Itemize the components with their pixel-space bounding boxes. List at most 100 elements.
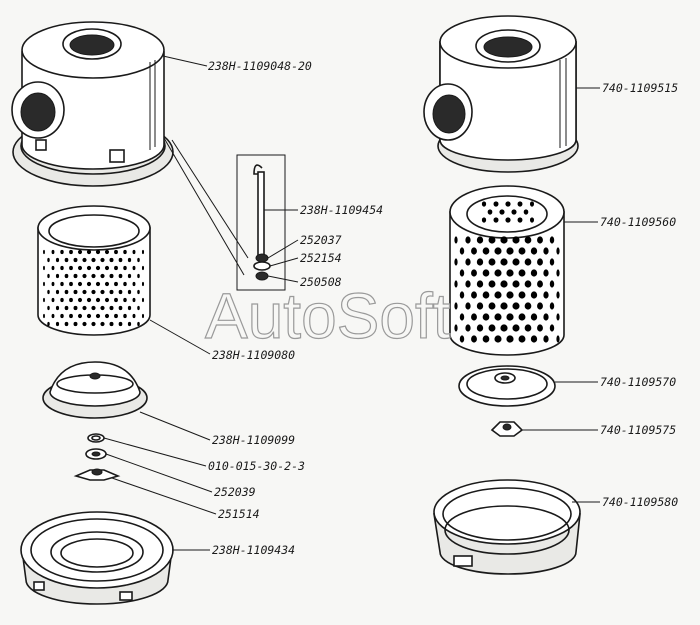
perforation-hole <box>524 258 532 266</box>
perforation-hole <box>55 257 60 263</box>
perforation-hole <box>69 313 73 319</box>
perforation-hole <box>549 258 555 266</box>
perforation-hole <box>481 201 487 207</box>
perforation-hole <box>512 302 520 310</box>
perforation-hole <box>488 324 496 332</box>
perforation-hole <box>51 281 55 287</box>
perforation-hole <box>506 291 514 299</box>
perforation-hole <box>86 249 92 255</box>
perforation-hole <box>459 247 465 255</box>
perforation-hole <box>494 247 502 255</box>
perforation-hole <box>77 313 83 319</box>
washer-left <box>85 448 107 460</box>
perforation-hole <box>132 297 136 303</box>
perforation-hole <box>488 280 496 288</box>
perforation-hole <box>123 313 127 319</box>
rod-assembly <box>236 154 286 291</box>
perforation-hole <box>82 273 87 279</box>
perforation-hole <box>127 321 132 327</box>
perforation-hole <box>104 281 110 287</box>
perforation-hole <box>60 313 64 319</box>
perforation-hole <box>69 281 73 287</box>
perforation-hole <box>537 236 543 244</box>
perforation-hole <box>482 269 490 277</box>
perforation-hole <box>506 269 514 277</box>
perforation-hole <box>104 249 110 255</box>
perforation-hole <box>60 265 64 271</box>
perforation-hole <box>471 335 477 343</box>
perforation-hole <box>132 265 136 271</box>
perforation-hole <box>132 249 136 255</box>
perforation-hole <box>69 297 73 303</box>
perforation-hole <box>118 305 123 311</box>
perforation-hole <box>518 313 526 321</box>
perforation-hole <box>517 217 523 223</box>
perforation-hole <box>137 273 140 279</box>
perforation-hole <box>95 265 101 271</box>
perforation-hole <box>100 305 105 311</box>
perforation-hole <box>454 302 458 310</box>
perforation-hole <box>118 289 123 295</box>
perforation-hole <box>465 236 471 244</box>
perforation-hole <box>506 335 514 343</box>
perforation-hole <box>511 209 517 215</box>
perforation-hole <box>530 247 538 255</box>
perforation-hole <box>524 302 532 310</box>
perforation-hole <box>529 201 535 207</box>
perforation-hole <box>51 313 55 319</box>
perforation-hole <box>47 257 50 263</box>
perforation-hole <box>43 297 45 303</box>
wing-nut-right <box>490 421 524 437</box>
perforation-hole <box>543 335 549 343</box>
perforation-hole <box>77 265 83 271</box>
perforation-hole <box>100 257 105 263</box>
perforation-hole <box>60 249 64 255</box>
perforation-hole <box>141 297 145 303</box>
perforation-hole <box>482 247 490 255</box>
label-wing-nut-right: 740-1109575 <box>600 423 676 437</box>
perforation-hole <box>482 291 490 299</box>
perforation-hole <box>493 217 499 223</box>
label-nut-a: 250508 <box>300 275 342 289</box>
perforation-hole <box>47 289 50 295</box>
perforation-hole <box>141 249 145 255</box>
perforation-hole <box>549 236 555 244</box>
label-filter-right: 740-1109560 <box>600 215 676 229</box>
label-seal-ring: 010-015-30-2-3 <box>208 459 305 473</box>
perforation-hole <box>512 236 520 244</box>
wing-nut-left <box>73 468 121 481</box>
perforation-hole <box>518 335 526 343</box>
label-washer-a: 252037 <box>300 233 342 247</box>
perforation-hole <box>69 249 73 255</box>
perforation-hole <box>109 257 114 263</box>
perforation-hole <box>518 291 526 299</box>
perforation-hole <box>471 313 477 321</box>
label-pan-right: 740-1109580 <box>602 495 678 509</box>
perforation-hole <box>500 258 508 266</box>
perforation-hole <box>100 289 105 295</box>
perforation-hole <box>55 321 60 327</box>
cover-left <box>42 361 148 419</box>
perforation-hole <box>530 291 538 299</box>
perforation-hole <box>141 281 145 287</box>
perforation-hole <box>518 269 526 277</box>
perforation-hole <box>86 297 92 303</box>
perforation-hole <box>543 313 549 321</box>
perforation-hole <box>86 313 92 319</box>
perforation-hole <box>64 305 69 311</box>
seal-ring-left <box>87 433 105 443</box>
filter-right <box>449 185 565 356</box>
perforation-hole <box>77 297 83 303</box>
perforation-hole <box>73 305 78 311</box>
perforation-hole <box>505 217 511 223</box>
perforation-hole <box>141 265 145 271</box>
perforation-hole <box>73 273 78 279</box>
perforation-hole <box>487 209 493 215</box>
perforation-hole <box>43 265 45 271</box>
perforation-hole <box>43 281 45 287</box>
perforation-hole <box>77 249 83 255</box>
perforation-hole <box>530 335 538 343</box>
label-wing-nut-left: 251514 <box>218 507 260 521</box>
perforation-hole <box>556 269 560 277</box>
